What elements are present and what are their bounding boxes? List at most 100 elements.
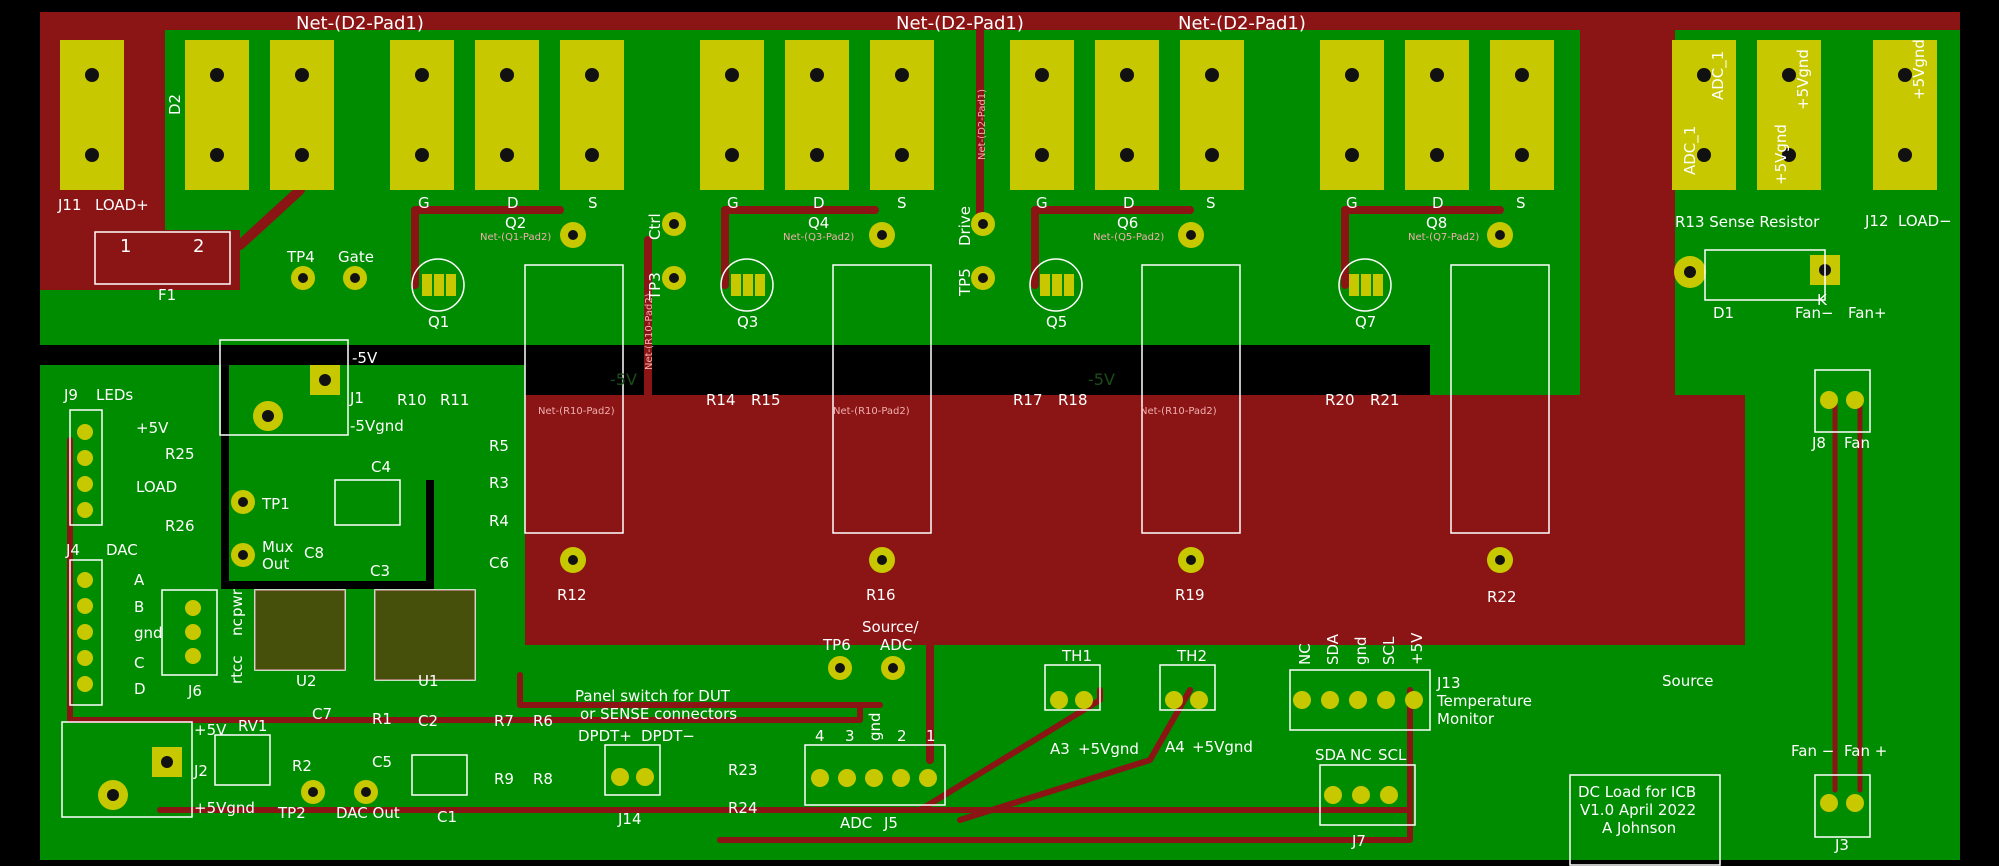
label-r2: R2 xyxy=(292,757,312,775)
label-dpdt-minus: DPDT− xyxy=(641,727,695,745)
label-q2: Q2 xyxy=(505,214,526,232)
round-pads xyxy=(98,212,1840,810)
label-j4: J4 xyxy=(65,541,80,559)
label-out: Out xyxy=(262,555,289,573)
label-c2: C2 xyxy=(418,712,438,730)
label-g3: G xyxy=(1036,194,1048,212)
label-tp1: TP1 xyxy=(261,495,290,513)
title-line-2: V1.0 April 2022 xyxy=(1580,801,1696,819)
label-j5-gnd: gnd xyxy=(866,712,884,741)
label-j7-scl: SCL xyxy=(1378,746,1407,764)
label-a4v: +5Vgnd xyxy=(1192,738,1253,756)
label-r24: R24 xyxy=(728,799,758,817)
label-p5vgnd: +5Vgnd xyxy=(1794,49,1812,110)
label-a3: A3 xyxy=(1050,740,1070,758)
label-r8: R8 xyxy=(533,770,553,788)
label-d: D xyxy=(134,680,146,698)
net-label-r10v: Net-(R10-Pad2) xyxy=(644,293,655,370)
label-c4: C4 xyxy=(371,458,391,476)
label-q1: Q1 xyxy=(428,313,449,331)
label-fan-minus: Fan− xyxy=(1795,304,1834,322)
label-c8: C8 xyxy=(304,544,324,562)
label-q4: Q4 xyxy=(808,214,829,232)
label-j9: J9 xyxy=(63,386,78,404)
label-j11: J11 xyxy=(57,196,82,214)
label-f1p1: 1 xyxy=(120,236,131,257)
label-j7-sda: SDA xyxy=(1315,746,1347,764)
label-r22: R22 xyxy=(1487,588,1517,606)
label-r21: R21 xyxy=(1370,391,1400,409)
label-u1: U1 xyxy=(418,672,439,690)
label-r23: R23 xyxy=(728,761,758,779)
net-label-top-left: Net-(D2-Pad1) xyxy=(296,13,424,34)
label-k: K xyxy=(1817,291,1828,309)
label-q5: Q5 xyxy=(1046,313,1067,331)
label-d1: D xyxy=(507,194,519,212)
net-label-drive: Net-(D2-Pad1) xyxy=(977,89,988,160)
label-j13-scl: SCL xyxy=(1380,636,1398,665)
copper-pour-right xyxy=(1580,15,1675,395)
minus5v-rail xyxy=(40,345,1430,395)
label-adc: ADC xyxy=(880,636,912,654)
label-r10: R10 xyxy=(397,391,427,409)
label-r13: R13 Sense Resistor xyxy=(1675,213,1820,231)
label-r18: R18 xyxy=(1058,391,1088,409)
net-label-q7: Net-(Q7-Pad2) xyxy=(1408,232,1479,243)
label-gate: Gate xyxy=(338,248,374,266)
net-label-top-mid: Net-(D2-Pad1) xyxy=(896,13,1024,34)
label-r25: R25 xyxy=(165,445,195,463)
net-label-q3: Net-(Q3-Pad2) xyxy=(783,232,854,243)
label-adc1b: ADC_1 xyxy=(1681,126,1700,175)
label-plus5v: +5V xyxy=(136,419,169,437)
label-tp6: TP6 xyxy=(822,636,851,654)
label-r9: R9 xyxy=(494,770,514,788)
label-fan-plus2: Fan + xyxy=(1844,742,1887,760)
label-c3: C3 xyxy=(370,562,390,580)
label-j7: J7 xyxy=(1351,832,1366,850)
label-d2l: D xyxy=(813,194,825,212)
label-dpdt-plus: DPDT+ xyxy=(578,727,632,745)
copper-pour-load xyxy=(525,395,1745,645)
label-rtcc: rtcc xyxy=(228,655,246,684)
label-p5vgnd2: +5Vgnd xyxy=(1772,124,1790,185)
label-tp2: TP2 xyxy=(277,804,306,822)
label-g1: G xyxy=(418,194,430,212)
label-j5-4: 4 xyxy=(815,727,825,745)
label-th2: TH2 xyxy=(1176,647,1207,665)
label-r7: R7 xyxy=(494,712,514,730)
label-c1: C1 xyxy=(437,808,457,826)
label-q6: Q6 xyxy=(1117,214,1138,232)
label-fan-minus2: Fan − xyxy=(1791,742,1834,760)
label-c: C xyxy=(134,654,144,672)
label-j5-2: 2 xyxy=(897,727,907,745)
label-j5: J5 xyxy=(883,814,898,832)
label-rv1: RV1 xyxy=(238,717,267,735)
label-a4: A4 xyxy=(1165,738,1185,756)
label-r1: R1 xyxy=(372,710,392,728)
label-pwr: pwr xyxy=(228,588,246,617)
label-tp4: TP4 xyxy=(286,248,315,266)
label-a3v: +5Vgnd xyxy=(1078,740,1139,758)
label-r6: R6 xyxy=(533,712,553,730)
net-label-q5: Net-(Q5-Pad2) xyxy=(1093,232,1164,243)
label-s1: S xyxy=(588,194,598,212)
heatsink-outlines xyxy=(524,264,1550,534)
net-label-top-right: Net-(D2-Pad1) xyxy=(1178,13,1306,34)
label-j13-5v: +5V xyxy=(1408,632,1426,665)
label-r16: R16 xyxy=(866,586,896,604)
power-pads xyxy=(60,40,1937,190)
label-dac: DAC xyxy=(106,541,138,559)
minus5v-label-a: -5V xyxy=(610,370,637,389)
label-fan-plus: Fan+ xyxy=(1848,304,1887,322)
label-j1: J1 xyxy=(349,389,364,407)
label-r19: R19 xyxy=(1175,586,1205,604)
label-f1p2: 2 xyxy=(193,236,204,257)
label-a: A xyxy=(134,571,145,589)
label-j5-adc: ADC xyxy=(840,814,872,832)
label-th1: TH1 xyxy=(1061,647,1092,665)
label-s3: S xyxy=(1206,194,1216,212)
label-j14: J14 xyxy=(617,810,642,828)
label-tp3: TP3 xyxy=(646,272,664,301)
net-label-r10a: Net-(R10-Pad2) xyxy=(538,406,615,417)
label-j13-sda: SDA xyxy=(1324,633,1342,665)
